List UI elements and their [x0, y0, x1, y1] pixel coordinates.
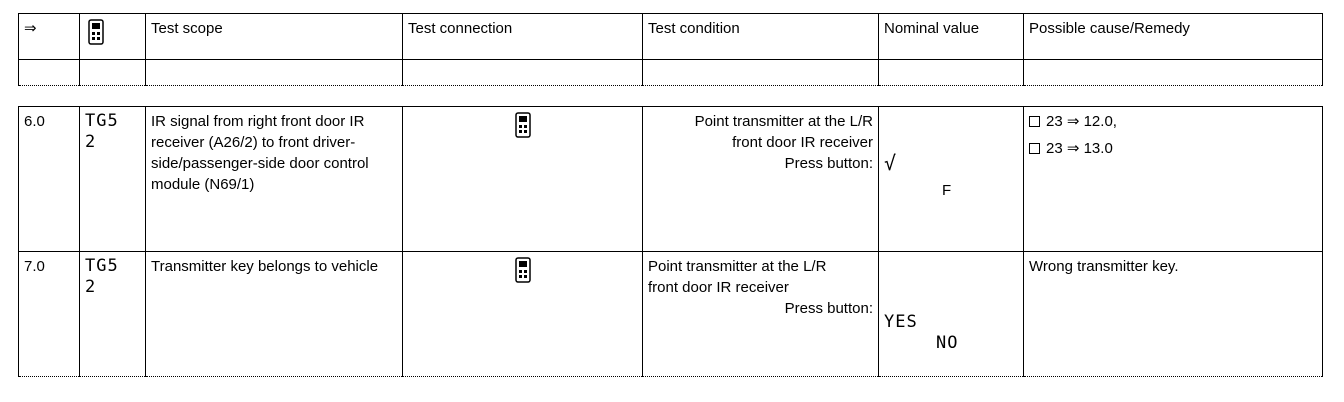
col-test-connection: Test connection: [408, 20, 513, 37]
tester-icon: [514, 112, 531, 138]
possible-cause: 23 ⇒ 12.0, 23 ⇒ 13.0: [1024, 107, 1322, 163]
tester-code: TG5 2: [85, 111, 119, 152]
test-scope: IR signal from right front door IR recei…: [151, 113, 369, 193]
table-row: 6.0 TG5 2 IR signal from right front doo…: [18, 106, 1323, 252]
test-condition: Point transmitter at the L/R front door …: [648, 258, 873, 317]
header-table: ⇒ Test scope Test connection Test condit…: [18, 13, 1323, 86]
nominal-f: F: [942, 182, 952, 199]
nominal-yes: YES: [884, 312, 918, 332]
arrow-icon: ⇒: [24, 20, 37, 37]
nominal-value: YES NO: [879, 252, 1023, 358]
col-nominal-value: Nominal value: [884, 20, 980, 37]
checkbox-icon: [1029, 116, 1040, 127]
col-test-condition: Test condition: [648, 20, 740, 37]
tester-code: TG5 2: [85, 256, 119, 297]
tester-icon: [514, 257, 531, 283]
nominal-no: NO: [936, 333, 959, 353]
test-condition: Point transmitter at the L/R front door …: [694, 113, 873, 172]
step-number: 7.0: [24, 258, 45, 275]
col-test-scope: Test scope: [151, 20, 223, 37]
step-number: 6.0: [24, 113, 45, 130]
checkbox-icon: [1029, 143, 1040, 154]
col-possible-cause: Possible cause/Remedy: [1029, 20, 1190, 37]
remedy-item: 23 ⇒ 12.0,: [1029, 111, 1317, 132]
remedy-item: 23 ⇒ 13.0: [1029, 138, 1317, 159]
test-scope: Transmitter key belongs to vehicle: [151, 258, 379, 275]
nominal-value: √ F: [879, 107, 1023, 205]
steps-table: 6.0 TG5 2 IR signal from right front doo…: [18, 106, 1323, 377]
table-row: 7.0 TG5 2 Transmitter key belongs to veh…: [18, 251, 1323, 377]
tester-icon: [88, 19, 104, 45]
nominal-check: √: [884, 151, 898, 175]
possible-cause: Wrong transmitter key.: [1029, 258, 1179, 275]
